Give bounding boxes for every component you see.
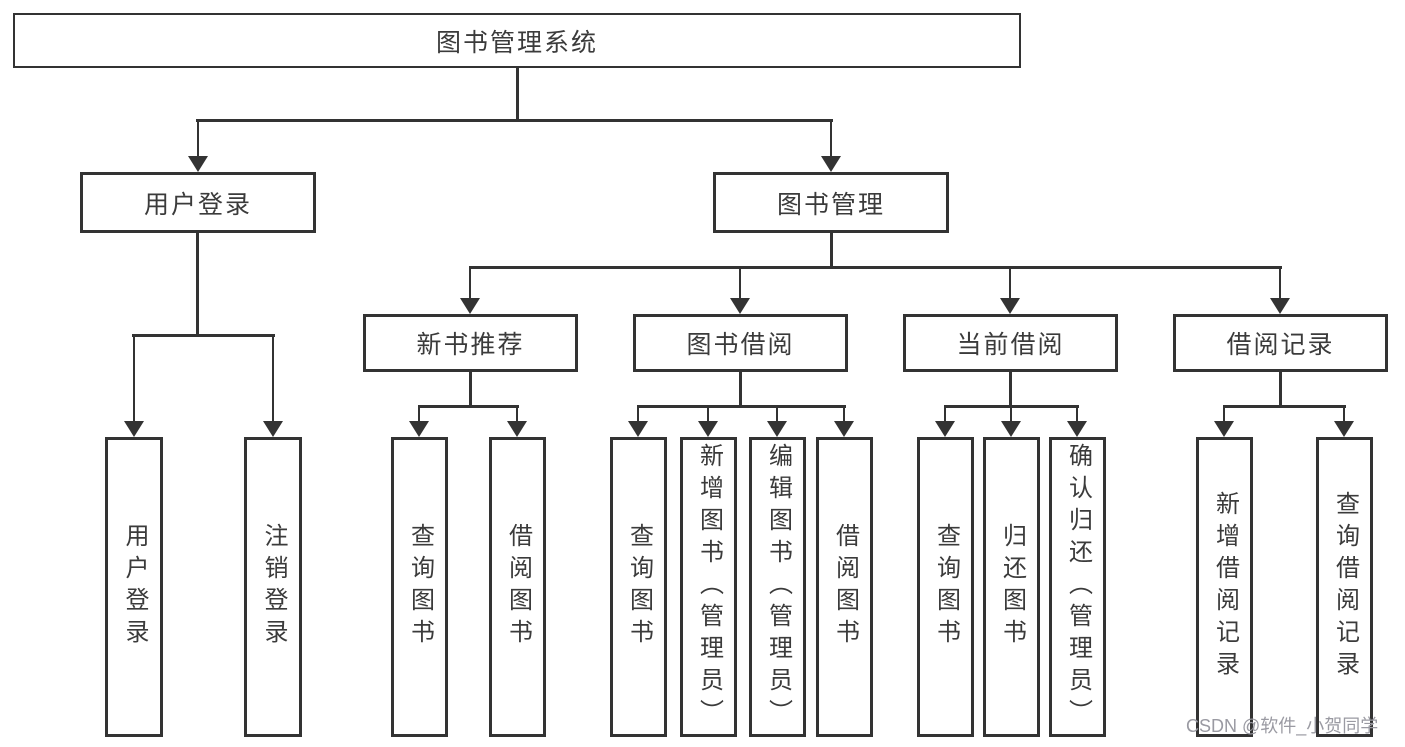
node-new-book-recommend-label: 新书推荐 (416, 331, 525, 359)
node-query-books-recommend-label: 查询图书 (406, 523, 434, 651)
node-edit-book-admin-label: 编辑图书（管理员） (764, 443, 792, 731)
node-borrow-records-label: 借阅记录 (1226, 331, 1335, 359)
connector-login-bus (132, 334, 275, 337)
connector-sec1-trunk (469, 372, 472, 408)
node-current-borrow-label: 当前借阅 (956, 331, 1065, 359)
node-root-label: 图书管理系统 (435, 28, 598, 57)
arrow-sec3-child3 (1067, 405, 1087, 437)
node-logout-action: 注销登录 (244, 437, 302, 737)
connector-sec2-bus (637, 405, 846, 408)
arrow-to-book-manage (821, 119, 841, 172)
connector-sec3-trunk (1009, 372, 1012, 408)
node-new-book-recommend: 新书推荐 (363, 314, 578, 372)
watermark: CSDN @软件_小贺同学 (1186, 716, 1379, 736)
arrow-to-book-borrow (730, 266, 750, 314)
arrow-sec4-child1 (1214, 405, 1234, 437)
connector-login-trunk (196, 233, 199, 336)
node-confirm-return-admin: 确认归还（管理员） (1049, 437, 1106, 737)
connector-manage-bus (469, 266, 1282, 269)
connector-sec2-trunk (739, 372, 742, 408)
connector-sec1-bus (418, 405, 519, 408)
arrow-sec4-child2 (1334, 405, 1354, 437)
node-borrow-books-recommend-label: 借阅图书 (504, 523, 532, 651)
connector-sec4-trunk (1279, 372, 1282, 408)
arrow-to-current-borrow (1000, 266, 1020, 314)
node-return-books: 归还图书 (983, 437, 1040, 737)
node-book-borrow-label: 图书借阅 (686, 331, 795, 359)
connector-root-trunk (516, 68, 519, 120)
arrow-to-logout-action (263, 334, 283, 437)
node-confirm-return-admin-label: 确认归还（管理员） (1064, 443, 1092, 731)
node-edit-book-admin: 编辑图书（管理员） (749, 437, 806, 737)
node-return-books-label: 归还图书 (998, 523, 1026, 651)
node-borrow-books-recommend: 借阅图书 (489, 437, 546, 737)
node-logout-action-label: 注销登录 (260, 523, 287, 651)
arrow-to-login-action (124, 334, 144, 437)
node-query-borrow-record: 查询借阅记录 (1316, 437, 1373, 737)
node-add-book-admin-label: 新增图书（管理员） (695, 443, 723, 731)
node-query-books-current: 查询图书 (917, 437, 974, 737)
node-book-borrow: 图书借阅 (633, 314, 848, 372)
node-book-manage-label: 图书管理 (776, 190, 885, 219)
node-query-books-recommend: 查询图书 (391, 437, 448, 737)
arrow-sec1-child1 (409, 405, 429, 437)
arrow-sec3-child1 (935, 405, 955, 437)
node-book-manage: 图书管理 (713, 172, 949, 233)
arrow-sec2-child2 (698, 405, 718, 437)
node-add-borrow-record-label: 新增借阅记录 (1211, 491, 1239, 683)
node-add-book-admin: 新增图书（管理员） (680, 437, 737, 737)
node-user-login: 用户登录 (80, 172, 316, 233)
arrow-sec2-child4 (834, 405, 854, 437)
node-login-action-label: 用户登录 (121, 523, 148, 651)
node-root: 图书管理系统 (13, 13, 1021, 68)
arrow-sec2-child1 (628, 405, 648, 437)
node-user-login-label: 用户登录 (143, 190, 252, 219)
arrow-to-user-login (188, 119, 208, 172)
connector-manage-trunk (830, 233, 833, 269)
connector-sec4-bus (1223, 405, 1346, 408)
node-current-borrow: 当前借阅 (903, 314, 1118, 372)
node-borrow-books-borrow-label: 借阅图书 (831, 523, 859, 651)
arrow-sec3-child2 (1001, 405, 1021, 437)
arrow-to-borrow-records (1270, 266, 1290, 314)
arrow-sec2-child3 (767, 405, 787, 437)
node-query-books-current-label: 查询图书 (932, 523, 960, 651)
node-query-books-borrow-label: 查询图书 (625, 523, 653, 651)
node-borrow-books-borrow: 借阅图书 (816, 437, 873, 737)
node-query-borrow-record-label: 查询借阅记录 (1331, 491, 1359, 683)
node-add-borrow-record: 新增借阅记录 (1196, 437, 1253, 737)
arrow-sec1-child2 (507, 405, 527, 437)
node-borrow-records: 借阅记录 (1173, 314, 1388, 372)
connector-level2-bus (196, 119, 833, 122)
node-query-books-borrow: 查询图书 (610, 437, 667, 737)
arrow-to-new-book-recommend (460, 266, 480, 314)
node-login-action: 用户登录 (105, 437, 163, 737)
